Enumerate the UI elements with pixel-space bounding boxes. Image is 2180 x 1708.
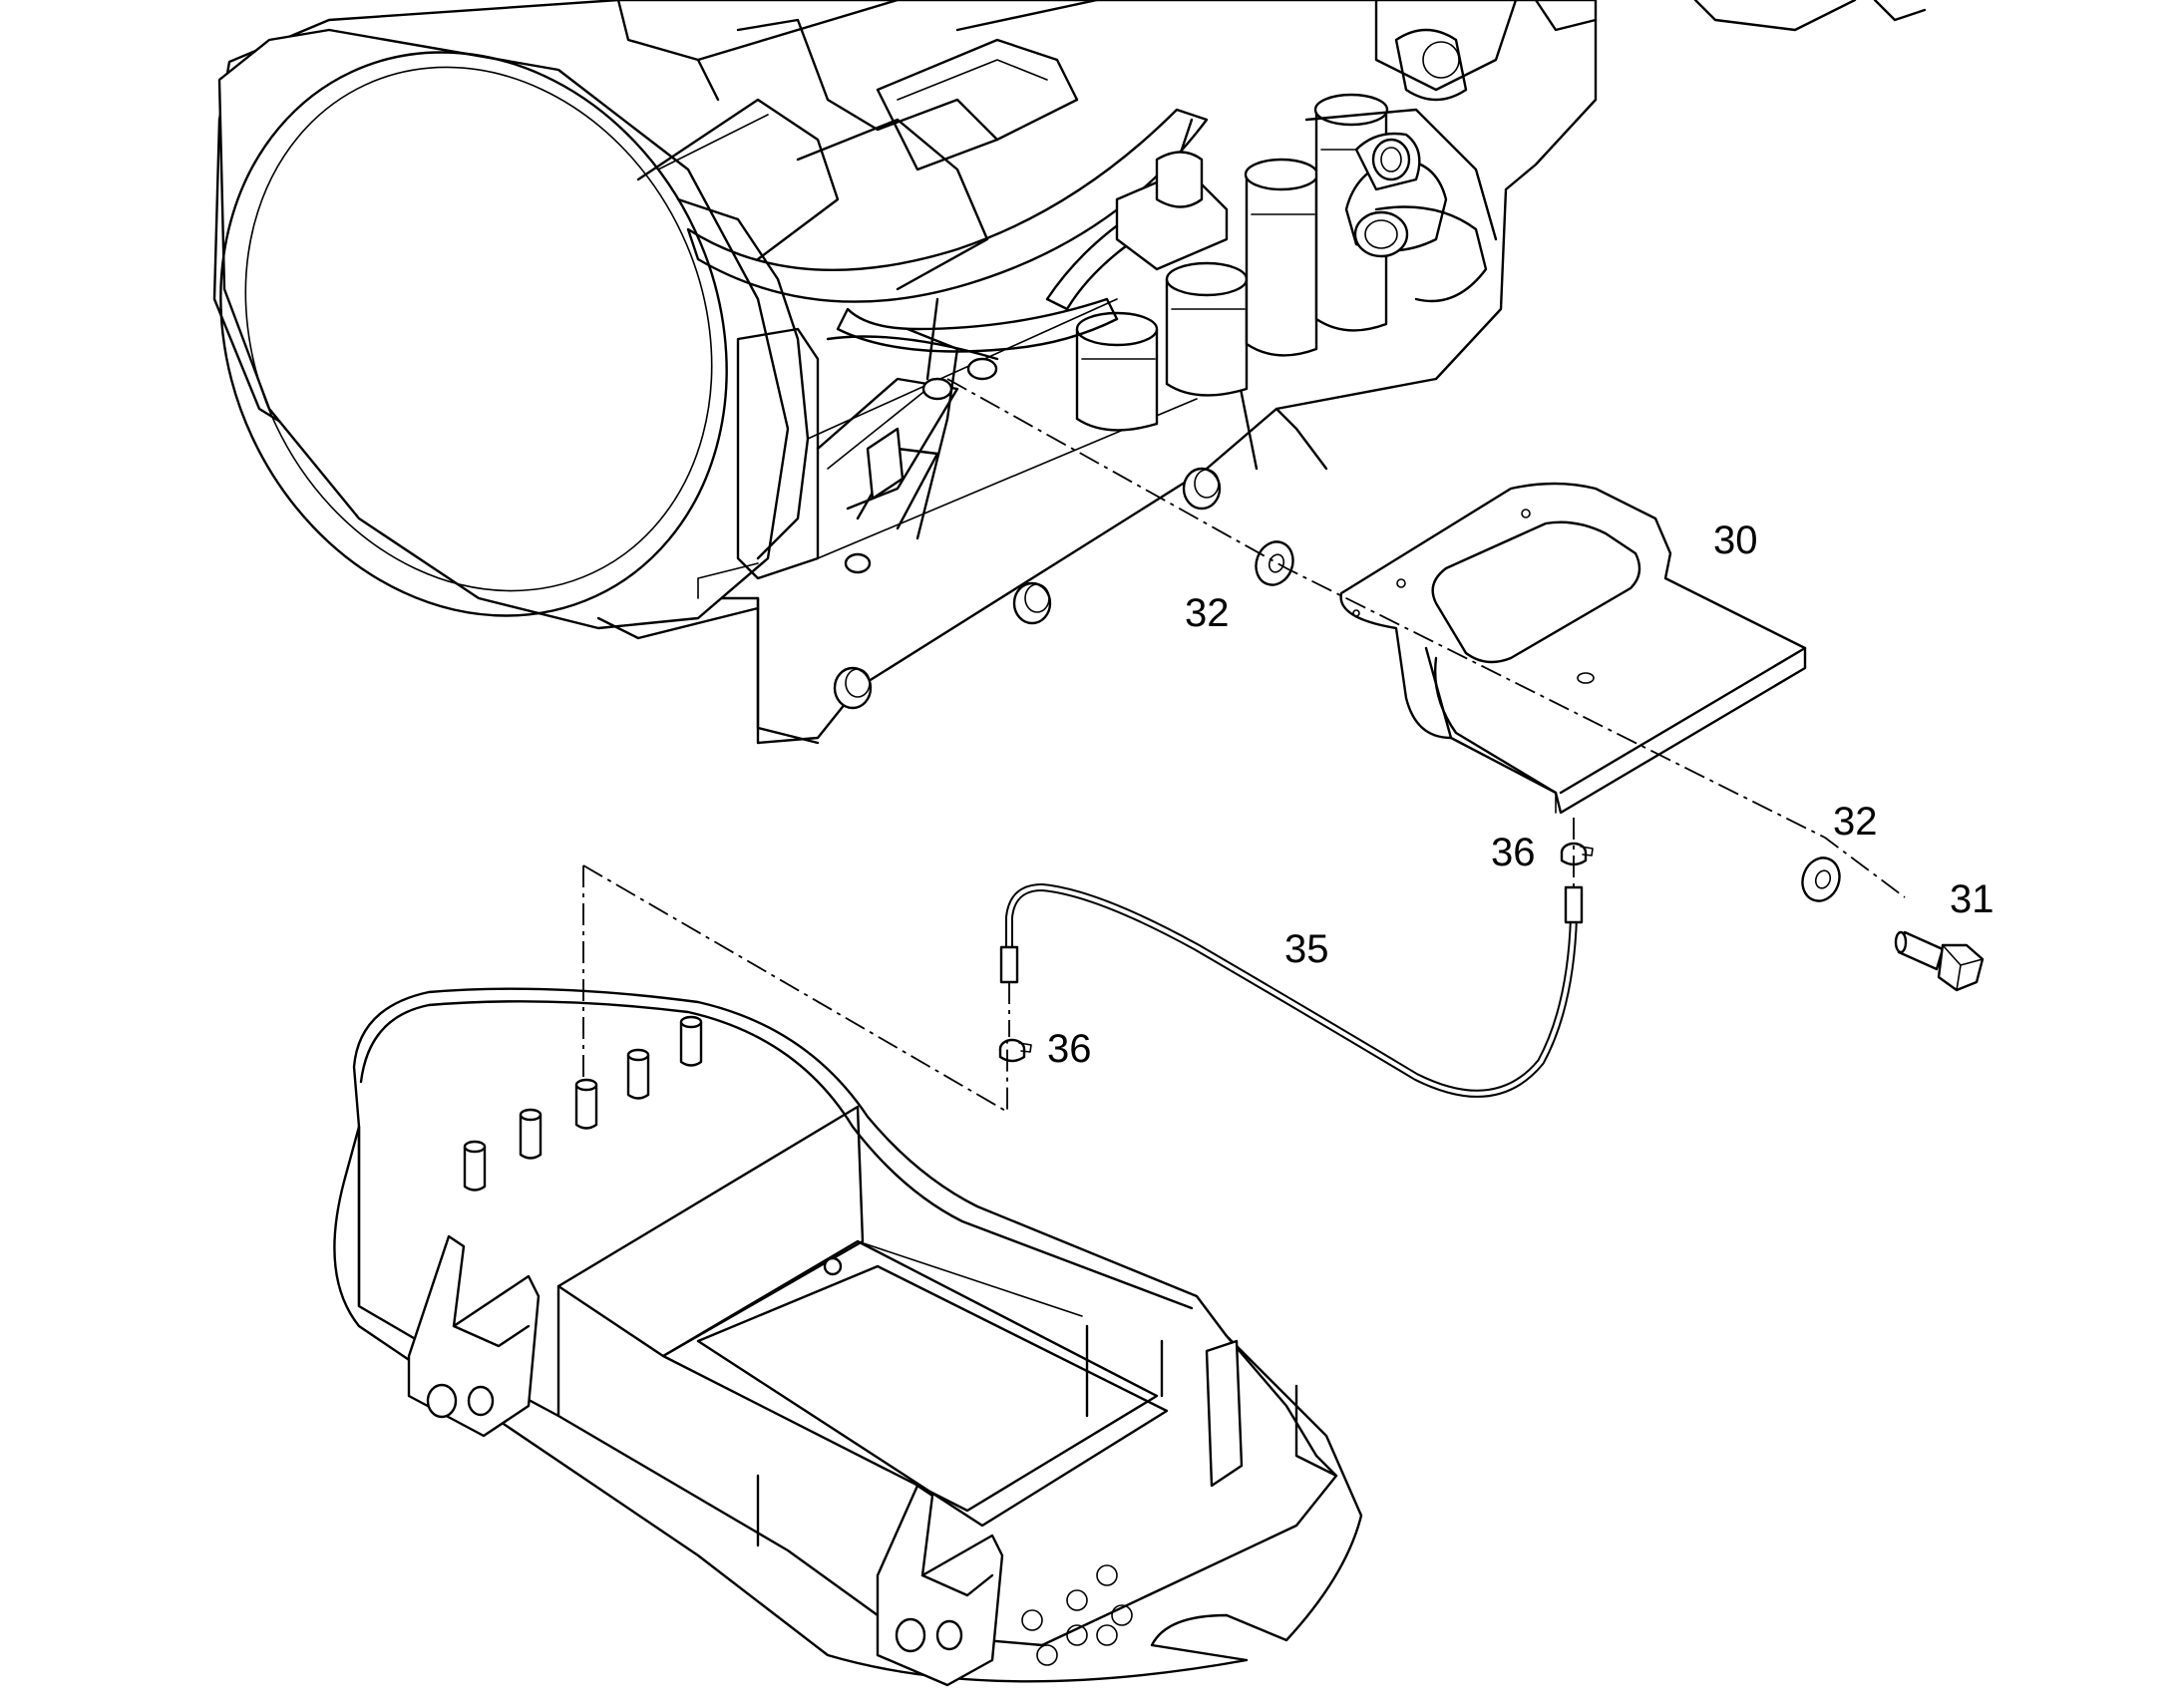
callout-32-upper: 32 bbox=[1185, 591, 1230, 635]
engine-assembly bbox=[212, 0, 1927, 745]
dowel-pins bbox=[463, 1015, 703, 1192]
callout-32-lower: 32 bbox=[1833, 800, 1878, 844]
clip-36-right bbox=[1560, 842, 1594, 866]
callout-35: 35 bbox=[1284, 927, 1329, 971]
callout-36-right: 36 bbox=[1491, 831, 1536, 874]
callout-30: 30 bbox=[1713, 518, 1758, 562]
assembly-center-lines bbox=[582, 378, 1906, 1114]
washer-32-upper bbox=[1255, 540, 1294, 586]
oil-pan bbox=[333, 987, 1363, 1687]
bolt-31 bbox=[1894, 930, 1985, 992]
cable-35 bbox=[999, 882, 1584, 1098]
washer-32-lower bbox=[1801, 856, 1841, 902]
callout-36-left: 36 bbox=[1047, 1027, 1092, 1071]
clip-36-left bbox=[998, 1038, 1032, 1063]
callout-31: 31 bbox=[1950, 877, 1995, 921]
bracket-30 bbox=[1339, 482, 1807, 815]
